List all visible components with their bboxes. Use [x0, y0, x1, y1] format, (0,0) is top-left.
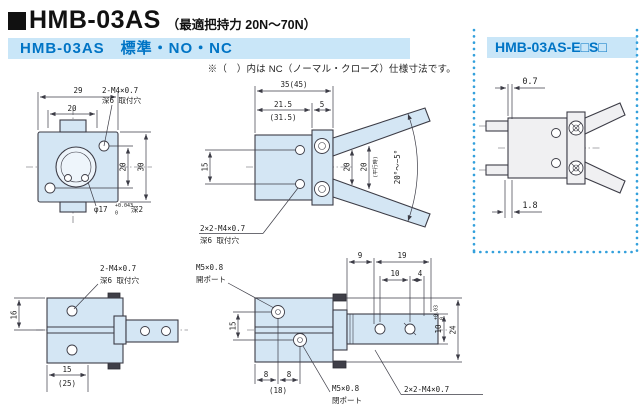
- side-open-lower-finger: [332, 178, 431, 228]
- slot-tolerance-lower: 0: [440, 317, 446, 320]
- dim-label: 16: [10, 310, 19, 320]
- bore-note: φ17: [94, 205, 108, 214]
- front-top-finger: [59, 119, 87, 133]
- tap-note: 2-M4×0.7: [100, 264, 136, 273]
- dim-label: 35(45): [280, 80, 307, 89]
- close-port: [293, 333, 307, 347]
- finger-plate: [332, 309, 348, 351]
- dim-label: 0.7: [522, 77, 537, 87]
- dim-label: 20: [360, 162, 369, 172]
- dim-label-nc: (25): [58, 379, 76, 388]
- sensor-cable: [485, 164, 509, 176]
- dim-label: 4: [418, 269, 423, 278]
- open-port-note: 開ポート: [196, 275, 226, 284]
- bottom-view: 9 19 10 4 15 8 8 (18) 10 +0.03: [196, 251, 483, 405]
- dim-label-nc: (31.5): [269, 113, 296, 122]
- front-bottom-finger: [59, 201, 87, 213]
- dim-label: 30: [137, 162, 146, 172]
- attachment-arm: [346, 313, 439, 345]
- nc-note: ※（ ）内は NC（ノーマル・クローズ）仕様寸法です。: [207, 64, 456, 75]
- bore-tolerance-upper: +0.043: [115, 203, 133, 209]
- dim-label-nc: (18): [269, 386, 287, 395]
- dim-label: 24: [449, 325, 458, 335]
- dim-label: 15: [229, 321, 238, 330]
- dim-label: 20: [67, 104, 77, 113]
- tap-note: 2-M4×0.7: [102, 86, 138, 95]
- sensor-upper-finger: [584, 102, 626, 135]
- dim-label: 9: [358, 251, 363, 260]
- section-header-bar: HMB-03AS 標準・NO・NC: [8, 38, 410, 59]
- slot-tolerance-upper: +0.03: [434, 305, 440, 320]
- mount-hole: [295, 179, 305, 189]
- open-port: [271, 305, 285, 319]
- dim-label: 21.5: [274, 100, 292, 109]
- bottom-body: [254, 297, 334, 363]
- side-open-upper-finger: [332, 107, 431, 157]
- dim-label: 20: [343, 162, 352, 172]
- tap-note: 深6 取付穴: [100, 275, 140, 285]
- arm-hole: [140, 326, 150, 336]
- tap-note: 2×2-M4×0.7: [200, 224, 245, 233]
- sensor-head: [551, 128, 561, 138]
- arm-hole: [404, 323, 416, 335]
- bore-tolerance-lower: 0: [115, 211, 118, 217]
- grip-force-subtitle: （最適把持力 20N～70N）: [166, 18, 317, 32]
- angle-label: 20°～−5°: [393, 150, 402, 185]
- tap-note: 深6 取付穴: [102, 95, 142, 105]
- dim-label: 19: [397, 251, 406, 260]
- slot-dim-label: 10: [434, 324, 443, 334]
- mount-hole: [66, 344, 78, 356]
- front-view: 29 20 20 30 2-M4×0.7 深6 取付穴 φ17 +0.043 0…: [26, 86, 152, 224]
- sensor-panel: 0.7 1.8: [472, 28, 639, 254]
- close-port-note: M5×0.8: [332, 384, 360, 393]
- side-open-body: [254, 134, 313, 201]
- model-title: HMB-03AS: [29, 6, 161, 34]
- side-open-view: 35(45) 21.5 (31.5) 5 15 20 20 (平行時) 20°～…: [199, 80, 431, 245]
- close-port-note: 閉ポート: [332, 396, 362, 405]
- front-bore: [55, 146, 97, 188]
- arm-hole: [374, 323, 386, 335]
- sensor-cable: [485, 120, 509, 132]
- dim-label: 1.8: [522, 201, 537, 211]
- side-closed-view: 16 15 (25) 2-M4×0.7 深6 取付穴: [10, 264, 188, 392]
- finger-plate: [113, 315, 127, 345]
- dim-label: 5: [320, 100, 325, 109]
- dim-label: 8: [264, 370, 269, 379]
- bore-depth-note: 深2: [131, 205, 143, 214]
- title-bullet-icon: [8, 11, 26, 30]
- finger-screw: [314, 138, 330, 154]
- dim-label: 29: [73, 86, 82, 95]
- front-mount-hole: [44, 182, 56, 194]
- sensor-model-header: HMB-03AS-E□S□: [487, 37, 637, 58]
- dim-label: 20: [119, 162, 128, 172]
- side-closed-body: [46, 297, 124, 364]
- mount-hole: [295, 145, 305, 155]
- sensor-body: [507, 117, 568, 179]
- finger-screw: [314, 181, 330, 197]
- dim-label: 15: [201, 162, 210, 171]
- tap-note: 2×2-M4×0.7: [404, 385, 449, 394]
- dim-label: 10: [390, 269, 400, 278]
- attachment-arm: [125, 319, 179, 343]
- parallel-note: (平行時): [371, 156, 379, 178]
- dim-label: 8: [287, 370, 292, 379]
- sensor-lower-finger: [584, 161, 626, 194]
- arm-hole: [161, 326, 171, 336]
- dim-label: 15: [62, 365, 71, 374]
- page-title: HMB-03AS （最適把持力 20N～70N）: [8, 6, 316, 35]
- tap-note: 深6 取付穴: [200, 235, 240, 245]
- open-port-note: M5×0.8: [196, 263, 224, 272]
- sensor-head: [551, 158, 561, 168]
